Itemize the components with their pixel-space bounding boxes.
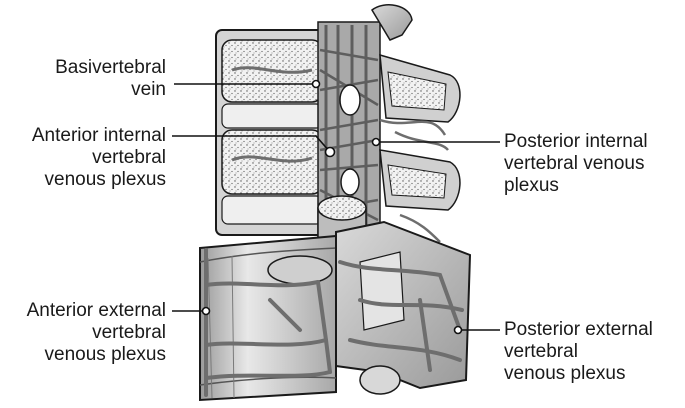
- label-line: Anterior external: [26, 300, 166, 321]
- label-line: venous plexus: [44, 344, 166, 365]
- leader-lines: [172, 79, 500, 335]
- external-venous-plexus: [204, 248, 464, 397]
- label-line: Posterior external: [504, 319, 653, 340]
- label-basivertebral-vein: Basivertebral vein: [55, 57, 166, 101]
- leader-anterior-internal: [172, 135, 331, 153]
- label-line: vertebral: [92, 322, 166, 343]
- label-line: vertebral venous: [504, 153, 645, 174]
- label-line: Basivertebral: [55, 57, 166, 78]
- label-line: plexus: [504, 175, 559, 196]
- label-posterior-internal-plexus: Posterior internal vertebral venous plex…: [504, 131, 648, 197]
- label-anterior-internal-plexus: Anterior internal vertebral venous plexu…: [32, 125, 166, 191]
- label-line: vein: [131, 79, 166, 100]
- label-line: vertebral: [504, 341, 578, 362]
- label-line: vertebral: [92, 147, 166, 168]
- posterior-processes-upper: [371, 4, 461, 243]
- label-posterior-external-plexus: Posterior external vertebral venous plex…: [504, 319, 653, 385]
- label-line: venous plexus: [504, 363, 626, 384]
- label-line: Posterior internal: [504, 131, 648, 152]
- label-line: venous plexus: [44, 169, 166, 190]
- sectioned-vertebral-bodies: [215, 29, 329, 236]
- label-anterior-external-plexus: Anterior external vertebral venous plexu…: [27, 300, 166, 366]
- label-line: Anterior internal: [31, 125, 166, 146]
